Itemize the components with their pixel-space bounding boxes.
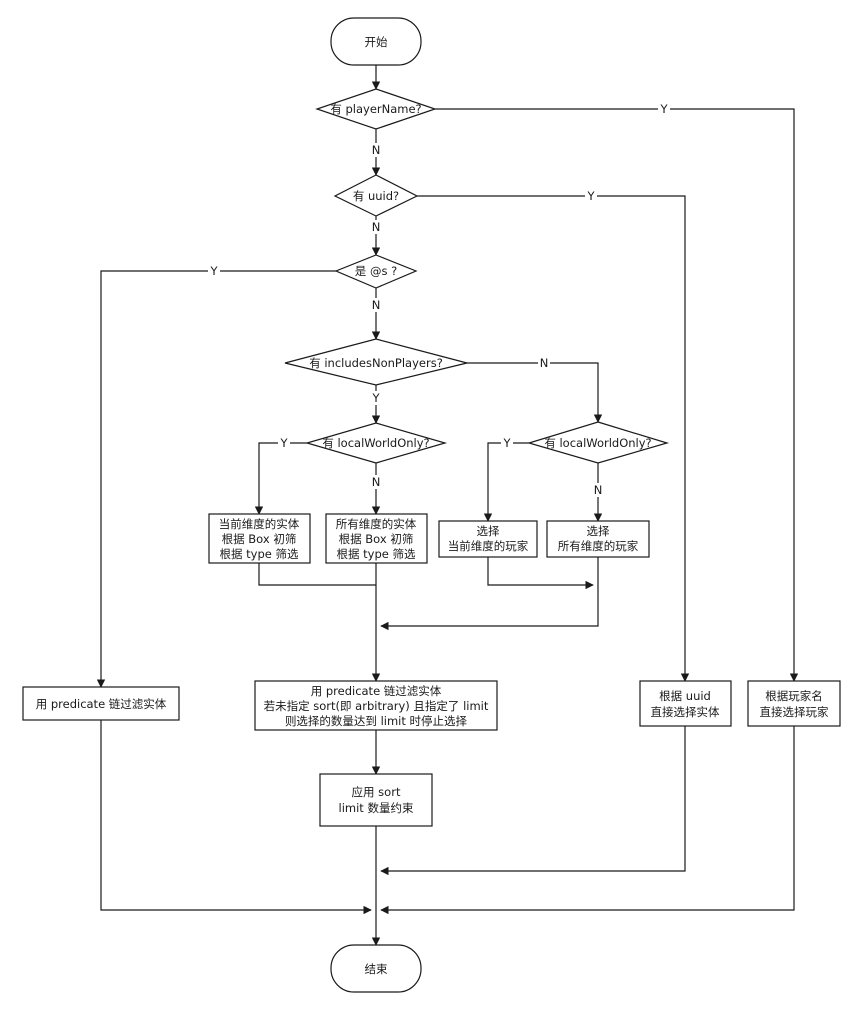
svg-text:有 localWorldOnly?: 有 localWorldOnly? [322,436,429,450]
svg-text:根据 type 筛选: 根据 type 筛选 [336,547,416,561]
edge-cur-entity-merge [258,563,376,586]
decision-includes-non-players: 有 includesNonPlayers? [284,338,468,386]
label-nonplayers-yes: Y [370,391,382,405]
label-self-no: N [370,298,382,312]
decision-local-world-right: 有 localWorldOnly? [526,421,670,464]
svg-text:N: N [372,143,381,157]
label-local-right-no: N [592,483,604,497]
edge-nonplayers-no [467,362,603,423]
svg-text:有 uuid?: 有 uuid? [353,189,399,203]
box-current-dim-entities: 当前维度的实体 根据 Box 初筛 根据 type 筛选 [208,513,311,564]
label-uuid-yes: Y [585,189,597,203]
box-current-dim-players: 选择 当前维度的玩家 [438,520,538,558]
svg-text:limit 数量约束: limit 数量约束 [339,801,414,815]
svg-text:根据 type 筛选: 根据 type 筛选 [219,547,299,561]
label-nonplayers-no: N [538,356,550,370]
box-predicate-chain-limit: 用 predicate 链过滤实体 若未指定 sort(即 arbitrary)… [254,680,498,731]
edge-local-left-yes [254,442,307,515]
svg-text:根据 Box 初筛: 根据 Box 初筛 [339,532,414,546]
svg-text:用 predicate 链过滤实体: 用 predicate 链过滤实体 [36,697,167,711]
svg-text:Y: Y [209,264,218,278]
svg-text:N: N [372,475,381,489]
svg-text:N: N [594,483,603,497]
svg-text:选择: 选择 [477,524,500,538]
box-all-dim-entities: 所有维度的实体 根据 Box 初筛 根据 type 筛选 [325,513,428,564]
decision-uuid: 有 uuid? [333,174,419,217]
edge-cur-player-merge [487,557,594,590]
label-local-left-no: N [370,475,382,489]
edge-local-right-yes [483,442,529,522]
edge-simple-merge [100,720,372,915]
svg-text:Y: Y [279,436,288,450]
svg-text:有 playerName?: 有 playerName? [330,102,421,116]
node-start: 开始 [330,17,422,66]
box-apply-sort: 应用 sort limit 数量约束 [319,773,433,827]
svg-text:Y: Y [371,391,380,405]
svg-text:若未指定 sort(即 arbitrary) 且指定了 li: 若未指定 sort(即 arbitrary) 且指定了 limit [264,699,489,713]
svg-text:直接选择玩家: 直接选择玩家 [760,705,829,719]
box-predicate-filter: 用 predicate 链过滤实体 [22,686,180,721]
svg-text:当前维度的玩家: 当前维度的玩家 [448,539,529,553]
box-select-by-name: 根据玩家名 直接选择玩家 [747,680,841,727]
decision-local-world-left: 有 localWorldOnly? [304,422,448,464]
svg-text:有 localWorldOnly?: 有 localWorldOnly? [544,436,651,450]
edge-player-yes [435,108,799,682]
edge-name-merge [380,726,795,915]
label-player-no: N [370,143,382,157]
svg-text:Y: Y [502,436,511,450]
label-self-yes: Y [208,264,220,278]
edge-uuid-merge [380,726,686,876]
edge-uuid-yes [417,195,690,682]
svg-text:N: N [372,298,381,312]
decision-self: 是 @s ? [334,254,418,289]
svg-text:选择: 选择 [587,524,610,538]
svg-text:当前维度的实体: 当前维度的实体 [219,517,300,531]
label-uuid-no: N [370,220,382,234]
svg-text:根据玩家名: 根据玩家名 [765,689,823,703]
label-player-yes: Y [658,102,670,116]
svg-text:有 includesNonPlayers?: 有 includesNonPlayers? [309,356,443,370]
edge-all-player-merge [380,557,599,631]
decision-player-name: 有 playerName? [315,88,437,130]
svg-text:Y: Y [659,102,668,116]
edge-labels: Y N Y N Y N N Y [208,102,670,497]
svg-text:所有维度的实体: 所有维度的实体 [336,517,417,531]
svg-text:N: N [372,220,381,234]
node-end: 结束 [330,944,422,993]
edges [96,65,799,946]
box-select-by-uuid: 根据 uuid 直接选择实体 [639,680,732,727]
svg-text:则选择的数量达到 limit 时停止选择: 则选择的数量达到 limit 时停止选择 [285,714,468,728]
svg-text:Y: Y [586,189,595,203]
svg-text:根据 Box 初筛: 根据 Box 初筛 [222,532,297,546]
box-all-dim-players: 选择 所有维度的玩家 [546,520,650,558]
svg-text:应用 sort: 应用 sort [352,785,401,799]
edge-self-yes [96,270,336,688]
svg-text:开始: 开始 [365,35,388,49]
svg-text:根据 uuid: 根据 uuid [659,689,711,703]
label-local-left-yes: Y [278,436,290,450]
label-local-right-yes: Y [501,436,513,450]
svg-text:是 @s ?: 是 @s ? [355,264,397,278]
svg-text:结束: 结束 [365,962,388,976]
svg-text:所有维度的玩家: 所有维度的玩家 [558,539,639,553]
svg-text:N: N [540,356,549,370]
svg-text:用 predicate 链过滤实体: 用 predicate 链过滤实体 [311,684,442,698]
svg-text:直接选择实体: 直接选择实体 [651,705,720,719]
